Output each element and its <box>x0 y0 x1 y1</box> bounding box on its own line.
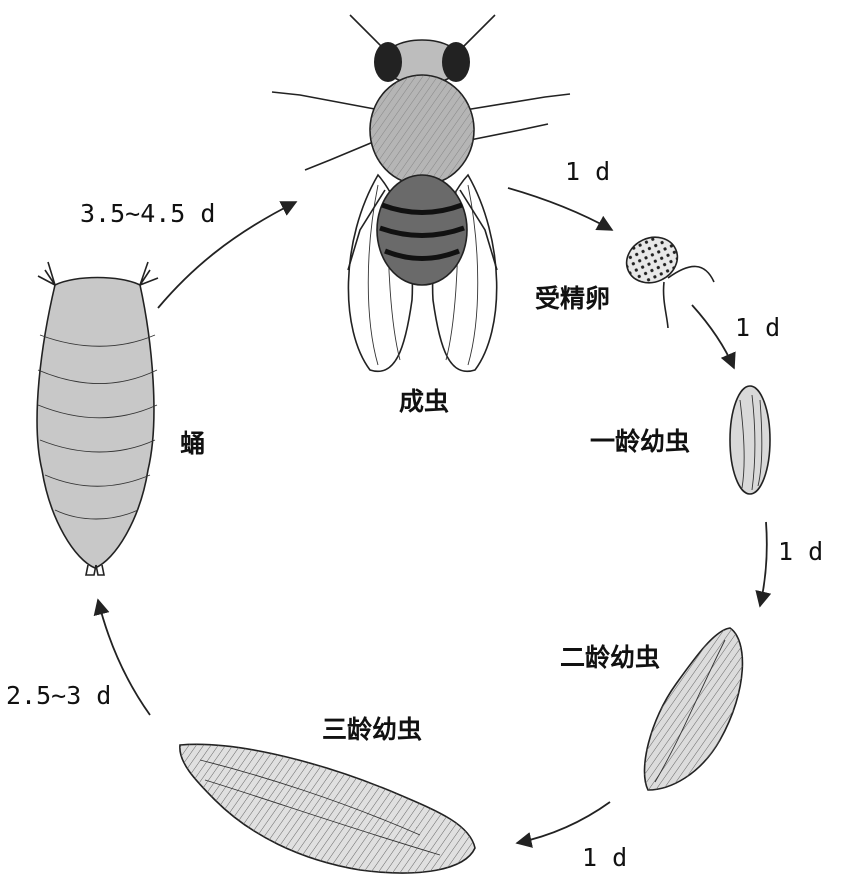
first-instar-larva-illustration <box>729 385 771 495</box>
duration-adult-to-egg: 1 d <box>565 157 610 186</box>
arrow-pupa-to-adult <box>157 201 298 309</box>
arrow-egg-to-first-instar <box>691 304 736 370</box>
duration-third-instar-to-pupa: 2.5~3 d <box>6 681 111 710</box>
duration-first-to-second-instar: 1 d <box>778 537 823 566</box>
duration-egg-to-first-instar: 1 d <box>735 313 780 342</box>
label-fertilized-egg: 受精卵 <box>535 284 610 313</box>
fertilized-egg-illustration <box>625 236 715 329</box>
second-instar-larva-illustration <box>643 627 744 791</box>
arrow-first-to-second-instar <box>755 521 772 608</box>
arrow-adult-to-egg <box>507 187 614 231</box>
duration-pupa-to-adult: 3.5~4.5 d <box>80 199 215 228</box>
label-second-instar-larva: 二龄幼虫 <box>560 643 660 672</box>
arrow-third-instar-to-pupa <box>93 598 151 716</box>
label-adult: 成虫 <box>399 387 449 416</box>
cycle-arrows <box>93 187 772 848</box>
pupa-illustration <box>36 261 159 576</box>
duration-second-to-third-instar: 1 d <box>582 843 627 872</box>
third-instar-larva-illustration <box>179 743 476 874</box>
label-third-instar-larva: 三龄幼虫 <box>322 715 422 744</box>
adult-fly-illustration <box>271 14 571 373</box>
label-first-instar-larva: 一龄幼虫 <box>590 427 690 456</box>
label-pupa: 蛹 <box>180 429 205 458</box>
arrow-second-to-third-instar <box>515 801 611 848</box>
